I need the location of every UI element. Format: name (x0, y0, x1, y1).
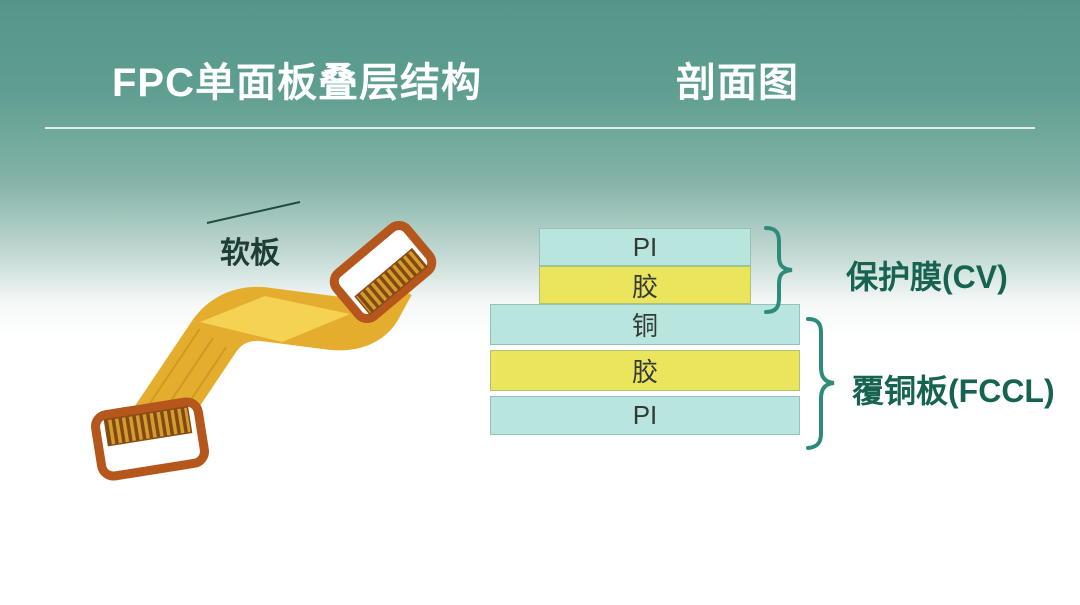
brace-coverlay (764, 226, 793, 314)
group-label-fccl: 覆铜板(FCCL) (852, 373, 1055, 409)
layer-stack: PI 胶 铜 胶 PI (490, 228, 800, 435)
section-title-cross-section: 剖面图 (676, 61, 799, 105)
fpc-cable-illustration (91, 201, 437, 481)
label-leader-line (206, 201, 301, 224)
ribbon-fold-face (200, 296, 350, 342)
fpc-connector-bottom (91, 397, 209, 481)
group-braces (764, 226, 835, 450)
divider-line (45, 127, 1035, 129)
layer-pi-top: PI (539, 228, 751, 266)
brace-fccl (806, 317, 835, 450)
layer-glue-bottom: 胶 (490, 350, 800, 391)
group-label-coverlay: 保护膜(CV) (846, 259, 1008, 295)
layer-pi-bottom: PI (490, 396, 800, 435)
page-title: FPC单面板叠层结构 (112, 61, 482, 105)
layer-copper: 铜 (490, 304, 800, 345)
layer-glue-top: 胶 (539, 266, 751, 304)
fpc-connector-top (329, 220, 437, 324)
fpc-cable-label: 软板 (220, 237, 280, 270)
